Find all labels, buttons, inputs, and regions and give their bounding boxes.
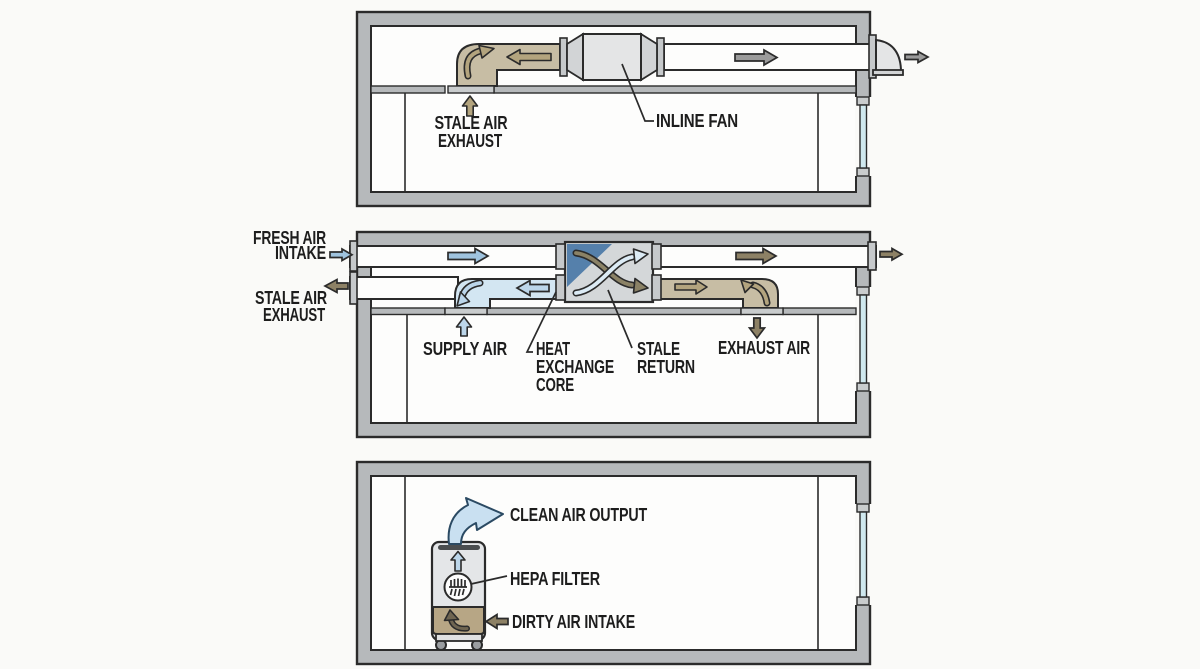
duct-stale-exhaust <box>349 276 459 300</box>
supply-elbow-curved-arrow <box>456 279 484 307</box>
label-fresh-air-intake: FRESH AIR <box>253 228 326 248</box>
inline-fan <box>559 32 665 82</box>
label-dirty-air-intake: DIRTY AIR INTAKE <box>512 612 635 632</box>
label-exhaust-air: EXHAUST AIR <box>718 338 810 358</box>
core-cross-arrow-stale <box>572 249 649 294</box>
dirty-air-intake-arrow <box>484 612 509 631</box>
ceiling <box>370 85 446 94</box>
label-stale-air-exhaust: EXHAUST <box>263 305 325 325</box>
clean-air-output-arrow <box>447 497 504 545</box>
intake-curved-arrow <box>443 609 470 632</box>
label-stale-air-exhaust: STALE AIR <box>255 288 327 308</box>
label-heat-exchange-core: CORE <box>536 375 574 395</box>
ceiling-vent-flange <box>740 307 784 316</box>
middle-system-hrv: FRESH AIR INTAKE STALE AIR EXHAUST SUPPL… <box>253 228 904 439</box>
label-stale-air-exhaust: STALE AIR <box>435 113 508 133</box>
return-elbow-curved-arrow <box>740 279 771 307</box>
window-glass <box>859 294 868 384</box>
label-hepa-filter: HEPA FILTER <box>510 569 600 589</box>
window <box>855 286 872 392</box>
window-glass <box>859 511 868 598</box>
stale-outside-arrow <box>879 247 904 262</box>
ceiling-vent-flange <box>444 307 488 316</box>
ceiling <box>782 307 857 316</box>
label-inline-fan: INLINE FAN <box>656 111 738 131</box>
fresh-intake-arrow <box>329 247 354 262</box>
exterior-vent-hood <box>868 34 904 79</box>
label-heat-exchange-core: EXCHANGE <box>536 357 614 377</box>
hepa-filter-icon <box>443 572 473 602</box>
label-heat-exchange-core: HEAT <box>536 339 570 359</box>
label-stale-return: RETURN <box>637 357 695 377</box>
core-cross-arrow-fresh <box>572 248 649 297</box>
air-purifier <box>430 540 487 651</box>
leader-inline-fan <box>621 63 654 122</box>
window <box>855 503 872 606</box>
leader-heat-exchange-core <box>525 291 557 353</box>
ceiling <box>486 307 742 316</box>
bottom-system-air-purifier: CLEAN AIR OUTPUT HEPA FILTER DIRTY AIR I… <box>355 460 872 666</box>
flow-arrow-left <box>506 48 552 66</box>
exhaust-air-down-arrow <box>747 317 767 340</box>
supply-flow-arrow <box>515 279 550 297</box>
ceiling <box>370 307 446 316</box>
leader-stale-return <box>607 289 633 349</box>
ceiling-vent-flange <box>447 85 495 94</box>
purifier-top-grille <box>438 545 480 550</box>
window-glass <box>859 104 868 169</box>
label-clean-air-output: CLEAN AIR OUTPUT <box>510 505 647 525</box>
return-flow-arrow <box>674 279 708 295</box>
label-stale-return: STALE <box>637 339 680 359</box>
elbow-curved-arrow <box>463 44 495 80</box>
flow-arrow-outside <box>904 50 930 64</box>
top-system-exhaust-fan: STALE AIR EXHAUST INLINE FAN <box>355 10 930 208</box>
purifier-base <box>435 633 483 642</box>
stale-air-up-arrow <box>461 95 479 117</box>
label-supply-air: SUPPLY AIR <box>423 339 507 359</box>
leader-hepa-filter <box>470 575 508 585</box>
stale-flow-arrow <box>735 247 778 265</box>
ceiling <box>493 85 857 94</box>
clean-air-up-arrow <box>450 550 466 572</box>
label-stale-air-exhaust: EXHAUST <box>438 131 502 151</box>
wall-flange <box>349 271 358 305</box>
wall-flange <box>867 241 877 271</box>
flow-arrow-right <box>734 48 779 67</box>
supply-air-up-arrow <box>455 316 473 337</box>
window <box>855 96 872 177</box>
stale-exhaust-arrow <box>323 278 349 294</box>
label-fresh-air-intake: INTAKE <box>275 243 326 263</box>
fresh-flow-arrow <box>447 247 490 265</box>
